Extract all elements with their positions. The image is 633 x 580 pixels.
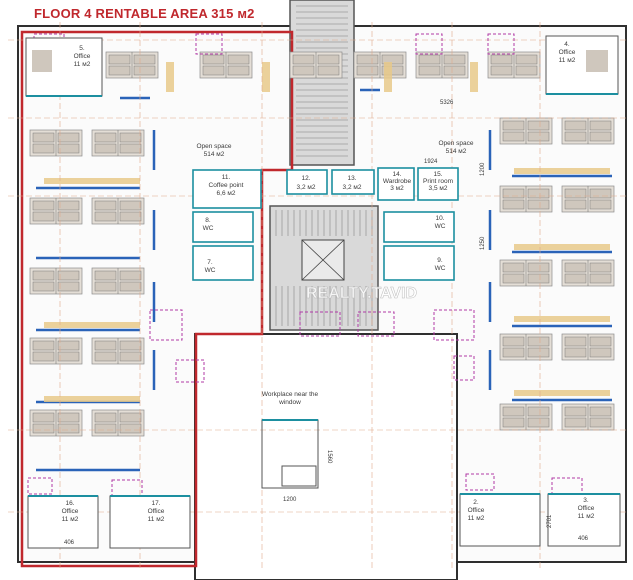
wc-7-label: 7.WC [205,259,216,274]
door-marker [415,33,443,55]
planter-strip [384,62,392,92]
desk-cluster [91,129,145,157]
stair-core-top [289,0,355,166]
desk-cluster [29,409,83,437]
door-marker [465,473,495,491]
service-core [192,167,459,281]
dimension-1250: 1250 [480,236,486,250]
desk-cluster [199,51,253,79]
dimension-406-right: 406 [578,536,589,542]
desk-cluster [289,51,343,79]
desk-cluster [29,197,83,225]
office-4-room [545,35,619,95]
dimension-5326: 5326 [440,100,454,106]
planter-strip [166,62,174,92]
dimension-1200b: 1200 [480,162,486,176]
stair-core-center [269,205,379,331]
dimension-406-left: 406 [64,540,75,546]
planter-strip [262,62,270,92]
door-marker [299,311,341,337]
desk-cluster [561,117,615,145]
planter-strips [44,62,610,402]
desk-cluster [561,185,615,213]
desk-cluster [91,409,145,437]
desk-cluster [29,267,83,295]
office-17-room [109,495,191,549]
desk-cluster [353,51,407,79]
desk-cluster [105,51,159,79]
desk-cluster [499,259,553,287]
desk-cluster [499,185,553,213]
dimension-1924: 1924 [424,159,438,165]
grid-axes [8,22,626,570]
desk-cluster [561,403,615,431]
room-12-label: 12.3,2 м2 [297,175,316,191]
wc-10-label: 10.WC [435,215,446,230]
planter-strip [514,168,610,174]
planter-strip [44,322,140,328]
door-marker [357,311,395,337]
door-marker [433,309,475,341]
door-marker [195,33,223,55]
desk-cluster [499,333,553,361]
room-13-label: 13.3,2 м2 [343,175,362,191]
wc-8-label: 8.WC [203,217,214,232]
desk-cluster [499,117,553,145]
planter-strip [44,178,140,184]
courtyard [194,333,458,580]
desk-cluster [91,267,145,295]
desk-cluster [91,337,145,365]
door-marker [149,309,183,341]
office-3-room [547,493,621,547]
office-2-room [459,493,541,547]
planter-strip [44,396,140,402]
desk-cluster [561,333,615,361]
desk-cluster [499,403,553,431]
planter-strip [514,316,610,322]
office-16-room [27,495,99,549]
desk-cluster [487,51,541,79]
door-marker [27,477,53,495]
wc-9-label: 9.WC [435,257,446,272]
desk-cluster [29,337,83,365]
dimension-1560: 1560 [326,450,332,464]
office-5-room [25,37,103,97]
desk-clusters [29,51,615,437]
desk-cluster [29,129,83,157]
floor-title: FLOOR 4 RENTABLE AREA 315 м2 [34,6,255,21]
desk-cluster [415,51,469,79]
planter-strip [514,244,610,250]
watermark: REALTY.TAVID [306,285,417,302]
dimension-2701: 2701 [547,514,553,528]
workplace-window-area [261,419,319,489]
door-marker [453,355,475,381]
desk-cluster [91,197,145,225]
door-marker [487,33,515,55]
planter-strip [514,390,610,396]
desk-cluster [561,259,615,287]
dimension-1200: 1200 [283,497,297,503]
planter-strip [470,62,478,92]
